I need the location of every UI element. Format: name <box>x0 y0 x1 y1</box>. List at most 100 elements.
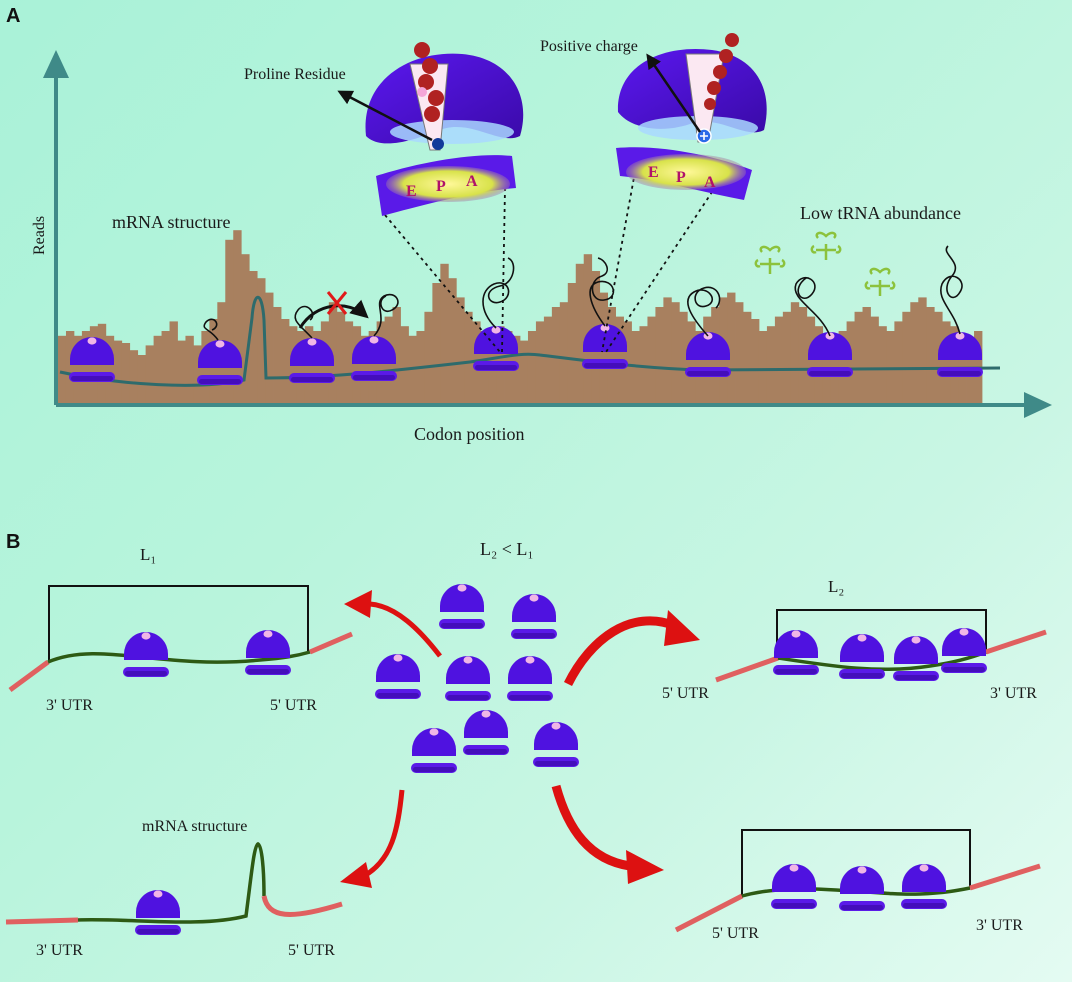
histogram-bar <box>790 302 800 403</box>
histogram-bar <box>312 331 322 403</box>
utr-segment <box>715 655 779 683</box>
histogram-bar <box>296 331 306 403</box>
histogram-bar <box>65 331 75 403</box>
histogram-bar <box>814 326 824 403</box>
arrow-to-top-left <box>369 601 442 658</box>
utr-label: 3' UTR <box>976 917 1023 934</box>
histogram-bar <box>177 340 186 403</box>
panel-b-label: B <box>6 531 20 553</box>
histogram-bar <box>950 326 959 403</box>
histogram-bar <box>894 321 903 403</box>
histogram-bar <box>782 311 792 403</box>
histogram-bar <box>360 335 370 403</box>
ribosome <box>839 866 885 911</box>
ribosome <box>893 636 939 681</box>
ribosome <box>135 890 181 935</box>
histogram-bar <box>241 254 250 403</box>
histogram-bar <box>910 302 919 403</box>
histogram-bar <box>583 254 593 403</box>
histogram-bar <box>551 307 561 403</box>
ribosome <box>839 634 885 679</box>
low-trna-label: Low tRNA abundance <box>800 203 961 223</box>
ribosome <box>941 628 987 673</box>
histogram-bar <box>639 326 648 403</box>
utr-segment <box>8 659 50 693</box>
histogram-bar <box>432 283 441 403</box>
histogram-bar <box>862 307 871 403</box>
red-arrows <box>340 590 700 888</box>
bracket <box>741 829 971 898</box>
histogram-bar <box>607 307 616 403</box>
trna-icon <box>810 231 842 260</box>
arrow-head-icon <box>664 610 700 646</box>
ribosome <box>511 594 557 639</box>
ribosome <box>245 630 291 675</box>
x-axis-label: Codon position <box>414 424 525 444</box>
ribosome-zoom-positive: E P A <box>616 33 767 200</box>
proline-callout-arrow-icon <box>337 90 433 142</box>
histogram-bar <box>655 307 664 403</box>
ribosome <box>507 656 553 701</box>
arrow-head-icon <box>344 590 372 618</box>
site-e-label: E <box>406 183 417 200</box>
positive-charge-label: Positive charge <box>540 38 638 55</box>
free-ribosome-pool <box>375 584 579 773</box>
histogram-bar <box>687 321 696 403</box>
arrow-to-top-right <box>563 616 678 687</box>
histogram-bar <box>113 340 123 403</box>
histogram-bar <box>559 302 569 403</box>
length-comparison-label: L₂ < L₁ <box>480 539 534 559</box>
histogram-bar <box>886 331 895 403</box>
histogram-bar <box>153 335 162 403</box>
histogram-bar <box>663 297 672 403</box>
blocked-translocation-arrow-icon <box>298 299 369 329</box>
arrow-to-bottom-left <box>362 789 405 879</box>
mrna-bottom-right: 5' UTR 3' UTR <box>674 829 1041 942</box>
utr-label: 3' UTR <box>36 942 83 959</box>
panel-b: B L₂ < L₁ L₁ 3' UTR 5' UTR L₂ 5' UTR <box>5 531 1047 959</box>
histogram-bar <box>464 311 473 403</box>
mrna-bottom-left: mRNA structure 3' UTR 5' UTR <box>5 818 343 959</box>
ribosome <box>773 630 819 675</box>
utr-label: 5' UTR <box>662 685 709 702</box>
histogram-bar <box>735 302 744 403</box>
histogram-bar <box>671 302 680 403</box>
utr-label: 5' UTR <box>712 925 759 942</box>
mrna-top-right: L₂ 5' UTR 3' UTR <box>662 577 1047 702</box>
y-axis-arrow-icon <box>43 50 69 78</box>
panel-a-label: A <box>6 5 20 27</box>
histogram-bar <box>942 321 951 403</box>
histogram-bar <box>543 316 553 403</box>
histogram-bar <box>743 311 752 403</box>
l2-bracket <box>776 609 987 660</box>
arrow-head-icon <box>340 862 372 888</box>
histogram-bar <box>105 335 115 403</box>
histogram-bar <box>121 343 131 403</box>
histogram-bar <box>918 297 927 403</box>
ribosome <box>439 584 485 629</box>
utr-segment <box>261 895 343 917</box>
histogram-bar <box>265 292 274 403</box>
y-axis-label: Reads <box>31 216 48 255</box>
ribosome <box>463 710 509 755</box>
ribosome-zoom-proline: E P A <box>365 42 524 216</box>
histogram-bar <box>169 321 178 403</box>
histogram-bar <box>456 297 465 403</box>
mrna-strand-hairpin <box>77 842 266 924</box>
ribosome <box>771 864 817 909</box>
histogram-bar <box>193 345 202 403</box>
mrna-structure-label: mRNA structure <box>112 212 231 232</box>
histogram-bar <box>854 311 863 403</box>
utr-segment <box>674 893 744 933</box>
histogram-bar <box>440 263 449 403</box>
histogram-bar <box>774 316 784 403</box>
site-p-label: P <box>436 178 446 195</box>
histogram-bar <box>679 311 688 403</box>
histogram-bar <box>758 331 768 403</box>
trna-icon <box>864 267 896 296</box>
histogram-bar <box>161 331 170 403</box>
histogram-bar <box>328 302 338 403</box>
reads-histogram <box>58 230 983 403</box>
histogram-bar <box>281 319 290 403</box>
histogram-bar <box>727 292 736 403</box>
